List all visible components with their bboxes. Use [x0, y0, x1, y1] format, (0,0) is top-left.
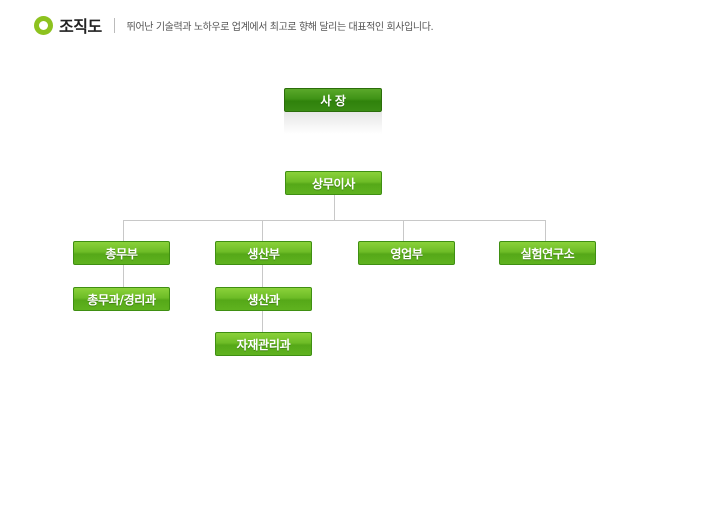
team-general-accounting-box: 총무과/경리과: [73, 287, 170, 311]
connector-general-affairs: [123, 220, 124, 241]
director-label: 상무이사: [312, 176, 355, 191]
page-subtitle: 뛰어난 기술력과 노하우로 업계에서 최고로 향해 달리는 대표적인 회사입니다…: [126, 21, 434, 33]
team-label: 총무과/경리과: [87, 292, 156, 307]
page-title: 조직도: [59, 17, 102, 36]
connector-production: [262, 220, 263, 241]
department-label: 총무부: [105, 246, 138, 261]
connector-horizontal: [123, 220, 546, 221]
team-materials-box: 자재관리과: [215, 332, 312, 356]
department-sales-box: 영업부: [358, 241, 455, 265]
department-general-affairs-box: 총무부: [73, 241, 170, 265]
team-label: 자재관리과: [236, 337, 291, 352]
green-ring-icon: [34, 15, 53, 35]
department-production-box: 생산부: [215, 241, 312, 265]
connector-production-sub1: [262, 264, 263, 287]
connector-production-sub2: [262, 310, 263, 332]
ceo-box-reflection: [284, 112, 382, 134]
department-label: 생산부: [247, 246, 280, 261]
ceo-label: 사 장: [320, 93, 346, 108]
connector-sales: [403, 220, 404, 241]
director-box: 상무이사: [285, 171, 382, 195]
title-divider: [113, 17, 115, 33]
connector-general-sub: [123, 264, 124, 287]
department-label: 실험연구소: [520, 246, 575, 261]
connector-director-down: [334, 194, 335, 220]
team-production-box: 생산과: [215, 287, 312, 311]
page-header: 조직도 뛰어난 기술력과 노하우로 업계에서 최고로 향해 달리는 대표적인 회…: [34, 13, 434, 37]
ceo-box: 사 장: [284, 88, 382, 112]
connector-research: [545, 220, 546, 241]
department-research-box: 실험연구소: [499, 241, 596, 265]
team-label: 생산과: [247, 292, 280, 307]
department-label: 영업부: [390, 246, 423, 261]
